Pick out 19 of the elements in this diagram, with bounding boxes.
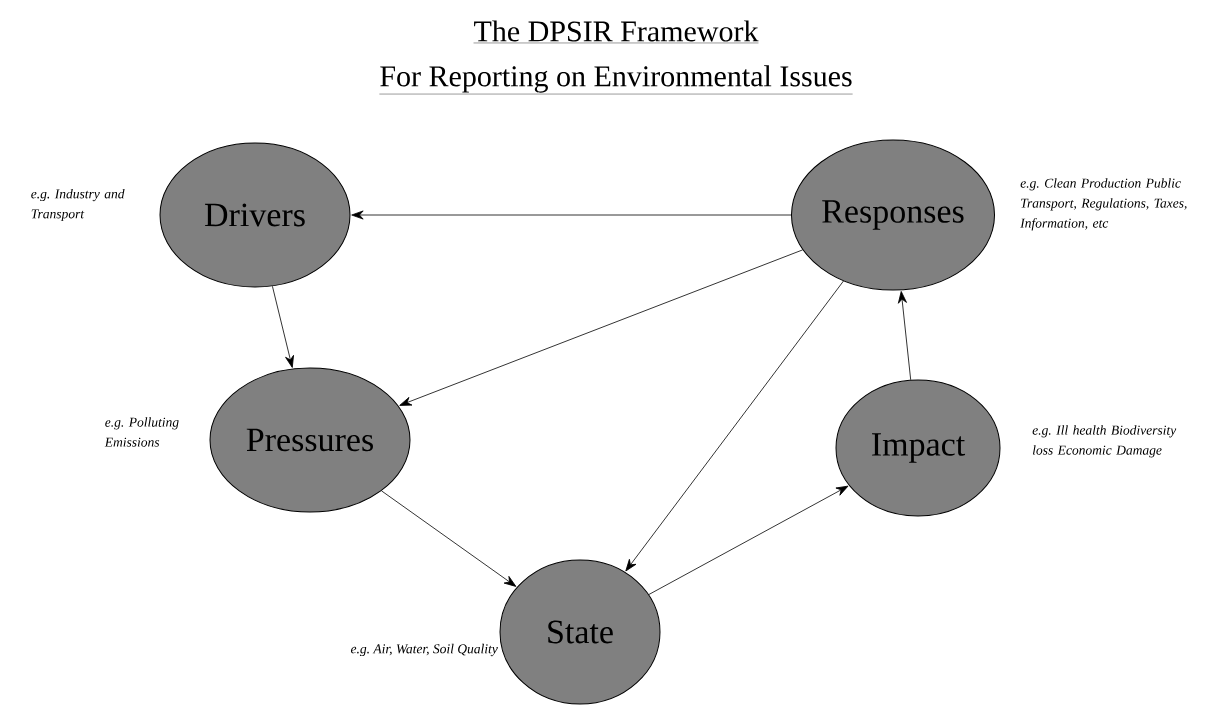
arrow bbox=[351, 210, 792, 220]
arrow bbox=[399, 249, 803, 406]
arrow bbox=[272, 285, 294, 368]
example-note: e.g. Ill health Biodiversity loss Economic Damage bbox=[1032, 425, 1177, 458]
title: The DPSIR Framework bbox=[473, 20, 759, 44]
ellipse-node: State bbox=[499, 559, 661, 705]
example-note: e.g. Industry and Transport bbox=[31, 188, 125, 222]
arrow bbox=[897, 291, 912, 381]
ellipse-node: Pressures bbox=[209, 367, 411, 513]
example-note: e.g. Polluting Emissions bbox=[104, 417, 179, 447]
example-note: e.g. Air, Water, Soil Quality bbox=[350, 643, 498, 657]
ellipse-node: Drivers bbox=[159, 142, 351, 288]
ellipse-node: Responses bbox=[791, 139, 995, 291]
arrow bbox=[381, 490, 517, 587]
subtitle: For Reporting on Environmental Issues bbox=[379, 65, 853, 95]
example-note: e.g. Clean Production Public Transport, Regulations, Taxes, Information, etc bbox=[1020, 178, 1187, 231]
arrow bbox=[625, 280, 844, 572]
arrow bbox=[648, 485, 849, 595]
ellipse-node: Impact bbox=[835, 379, 1001, 517]
